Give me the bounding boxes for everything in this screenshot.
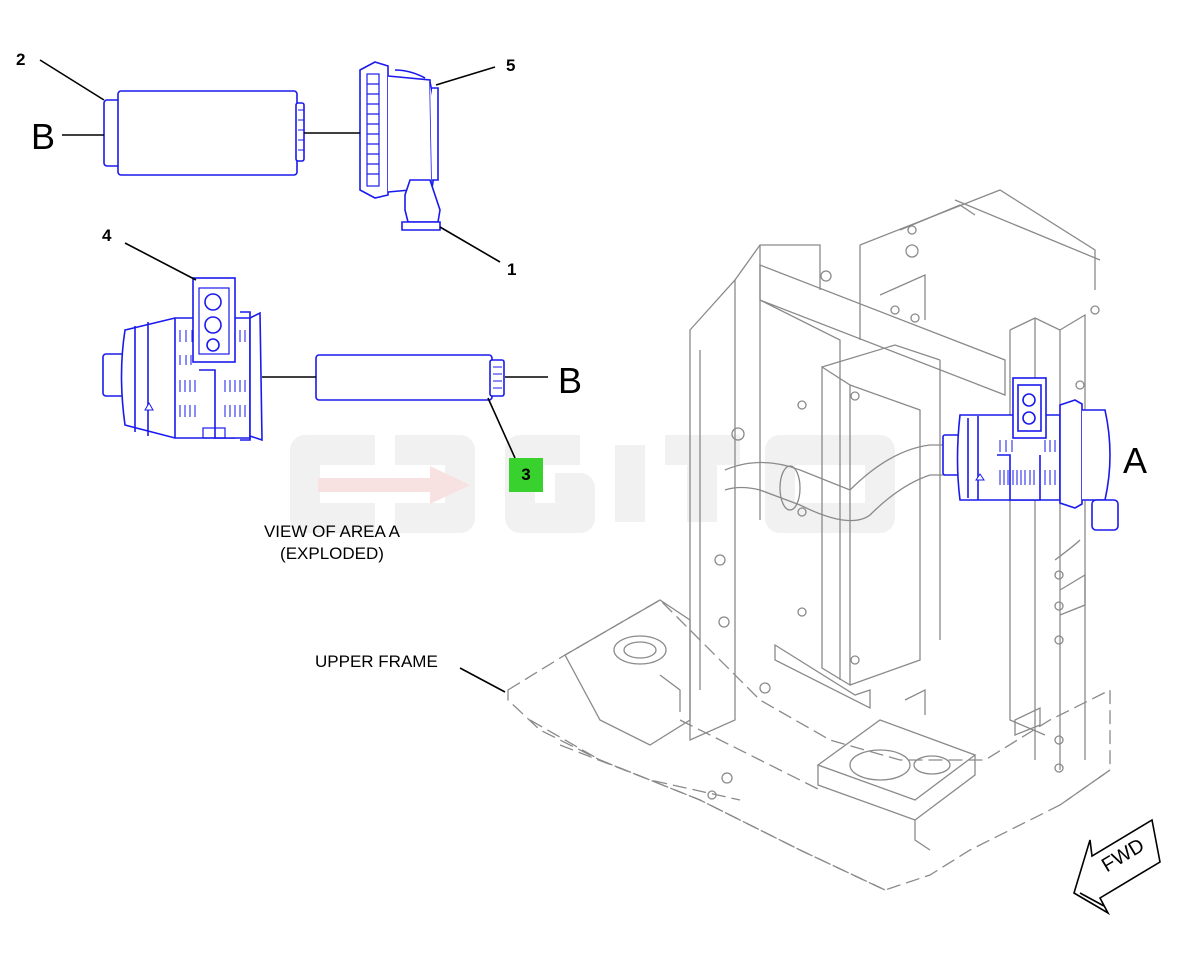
callout-4: 4 [102,226,112,245]
view-caption-line2: (EXPLODED) [280,544,384,563]
callout-2: 2 [16,50,26,69]
item-3-safety-element [315,354,505,401]
view-caption: VIEW OF AREA A (EXPLODED) [232,521,432,565]
view-letter-a: A [1123,440,1148,481]
callout-1: 1 [507,260,517,279]
item-5-housing-cover [359,61,441,231]
upper-frame-label: UPPER FRAME [315,652,438,671]
callout-3-highlighted[interactable]: 3 [509,458,543,492]
callout-5: 5 [506,56,516,75]
view-letter-b-top: B [31,116,56,157]
view-caption-line1: VIEW OF AREA A [263,522,401,541]
view-letter-b-middle: B [558,360,583,401]
upper-frame-drawing [507,189,1111,891]
leader-lines [39,59,548,693]
item-2-filter-element [103,90,305,176]
assembly-a-drawing [942,377,1119,531]
fwd-arrow-icon [1073,818,1161,916]
watermark [290,435,895,533]
item-4-air-cleaner-housing [102,277,263,442]
